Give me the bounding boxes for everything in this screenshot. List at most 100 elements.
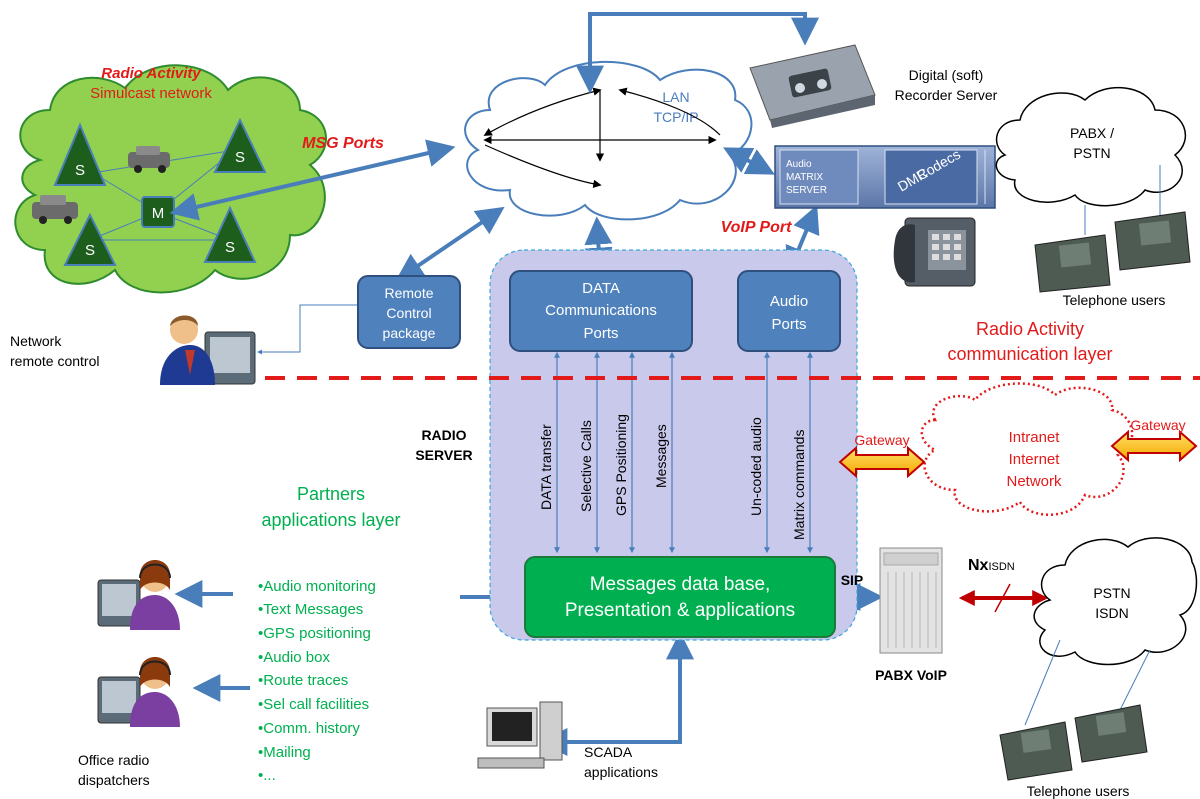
feature-item: •Text Messages xyxy=(258,601,363,618)
svg-text:Messages data base,: Messages data base, xyxy=(590,574,771,595)
pstn-phone-lines xyxy=(1024,639,1151,726)
messages-database-box: Messages data base, Presentation & appli… xyxy=(524,556,836,638)
remote-control-package-box: Remote Control package xyxy=(357,275,461,349)
scada-label: SCADA xyxy=(584,744,633,760)
feature-list: •Audio monitoring •Text Messages •GPS po… xyxy=(258,578,376,784)
network-remote-control-label: Network xyxy=(10,333,62,349)
feature-item: •GPS positioning xyxy=(258,625,371,642)
svg-text:S: S xyxy=(225,239,235,256)
recorder-server-icon xyxy=(749,44,876,128)
svg-text:DATA: DATA xyxy=(582,280,620,297)
simulcast-title: Radio Activity xyxy=(101,65,201,82)
feature-item: •Audio monitoring xyxy=(258,578,376,595)
gateway-left-label: Gateway xyxy=(854,432,909,448)
recorder-label-2: Recorder Server xyxy=(895,87,998,103)
svg-text:Ports: Ports xyxy=(771,316,806,333)
svg-text:S: S xyxy=(235,149,245,166)
simulcast-site-s3: S xyxy=(63,212,117,266)
scada-label-2: applications xyxy=(584,764,658,780)
remote-control-link xyxy=(257,304,358,355)
pstn-isdn-cloud xyxy=(1033,537,1198,666)
telephone-icon xyxy=(1034,234,1111,293)
gateway-arrow-left xyxy=(838,445,926,479)
simulcast-subtitle: Simulcast network xyxy=(90,85,212,102)
desk-phone-icon xyxy=(893,217,976,287)
intranet-cloud xyxy=(920,382,1134,516)
svg-text:package: package xyxy=(383,325,436,341)
server-internal-links xyxy=(554,351,813,554)
pabx-pstn-label-2: PSTN xyxy=(1073,145,1110,161)
pabx-voip-rack-icon xyxy=(879,547,943,654)
feature-item: •... xyxy=(258,767,276,784)
sip-label: SIP xyxy=(841,572,864,588)
operator-icon xyxy=(160,315,256,385)
lan-protocol-label: TCP/IP xyxy=(653,109,698,125)
partners-layer-label-2: applications layer xyxy=(261,510,400,530)
lan-label: LAN xyxy=(662,89,689,105)
link-label-selective-calls: Selective Calls xyxy=(578,420,594,512)
dispatcher-icon xyxy=(97,560,180,630)
intranet-label-2: Internet xyxy=(1009,451,1061,468)
svg-text:M: M xyxy=(152,205,165,222)
simulcast-site-s4: S xyxy=(203,205,257,263)
vehicle-icon xyxy=(128,146,170,173)
isdn-link xyxy=(958,583,1049,613)
audio-matrix-label-2: MATRIX xyxy=(786,172,823,183)
lan-cloud xyxy=(464,60,753,221)
svg-text:Communications: Communications xyxy=(545,302,657,319)
nx-label-main: Nx xyxy=(968,557,989,574)
recorder-label: Digital (soft) xyxy=(909,67,984,83)
link-label-data-transfer: DATA transfer xyxy=(538,424,554,510)
voip-port-label: VoIP Port xyxy=(721,219,792,236)
pabx-phone-lines xyxy=(1084,165,1161,235)
pabx-pstn-cloud xyxy=(995,86,1186,207)
telephone-users-bottom-label: Telephone users xyxy=(1027,783,1130,799)
svg-text:Control: Control xyxy=(386,305,431,321)
audio-matrix-label: Audio xyxy=(786,159,812,170)
svg-text:Audio: Audio xyxy=(770,293,808,310)
pabx-voip-label: PABX VoIP xyxy=(875,667,947,683)
comm-layer-label-2: communication layer xyxy=(947,344,1112,364)
intranet-label: Intranet xyxy=(1009,429,1061,446)
audio-ports-box: Audio Ports xyxy=(737,270,841,352)
lan-internal-links xyxy=(483,87,721,189)
network-remote-control-label-2: remote control xyxy=(10,353,99,369)
svg-text:Presentation & applications: Presentation & applications xyxy=(565,600,795,621)
feature-item: •Mailing xyxy=(258,744,311,761)
data-communications-ports-box: DATA Communications Ports xyxy=(509,270,693,352)
link-label-uncoded-audio: Un-coded audio xyxy=(748,417,764,516)
simulcast-master-site: M xyxy=(141,196,175,228)
telephone-icon xyxy=(999,721,1073,781)
svg-text:S: S xyxy=(85,242,95,259)
vertical-link-labels: DATA transfer Selective Calls GPS Positi… xyxy=(538,414,807,540)
partners-layer-label: Partners xyxy=(297,484,365,504)
pabx-pstn-label: PABX / xyxy=(1070,125,1114,141)
radio-server-label: RADIO xyxy=(421,427,466,443)
feature-item: •Audio box xyxy=(258,649,330,666)
link-label-matrix-commands: Matrix commands xyxy=(791,430,807,540)
pstn-isdn-label: PSTN xyxy=(1093,585,1130,601)
dispatcher-icon xyxy=(97,657,180,727)
svg-text:Remote: Remote xyxy=(384,285,433,301)
radio-server-label-2: SERVER xyxy=(415,447,472,463)
audio-matrix-label-3: SERVER xyxy=(786,185,827,196)
link-label-messages: Messages xyxy=(653,424,669,488)
telephone-icon xyxy=(1074,704,1148,763)
telephone-icon xyxy=(1114,211,1191,271)
telephone-users-top-label: Telephone users xyxy=(1063,292,1166,308)
msg-ports-label: MSG Ports xyxy=(302,135,384,152)
svg-text:Ports: Ports xyxy=(583,325,618,342)
pstn-isdn-label-2: ISDN xyxy=(1095,605,1128,621)
intranet-label-3: Network xyxy=(1006,473,1062,490)
audio-matrix-server xyxy=(774,145,996,209)
comm-layer-label: Radio Activity xyxy=(976,319,1084,339)
office-dispatchers-label-2: dispatchers xyxy=(78,772,150,788)
vehicle-icon xyxy=(32,195,78,224)
feature-item: •Route traces xyxy=(258,672,348,689)
nx-label: NxISDN xyxy=(968,557,1015,574)
link-label-gps-positioning: GPS Positioning xyxy=(613,414,629,516)
feature-item: •Comm. history xyxy=(258,720,360,737)
svg-text:S: S xyxy=(75,162,85,179)
gateway-arrow-right xyxy=(1110,429,1198,463)
